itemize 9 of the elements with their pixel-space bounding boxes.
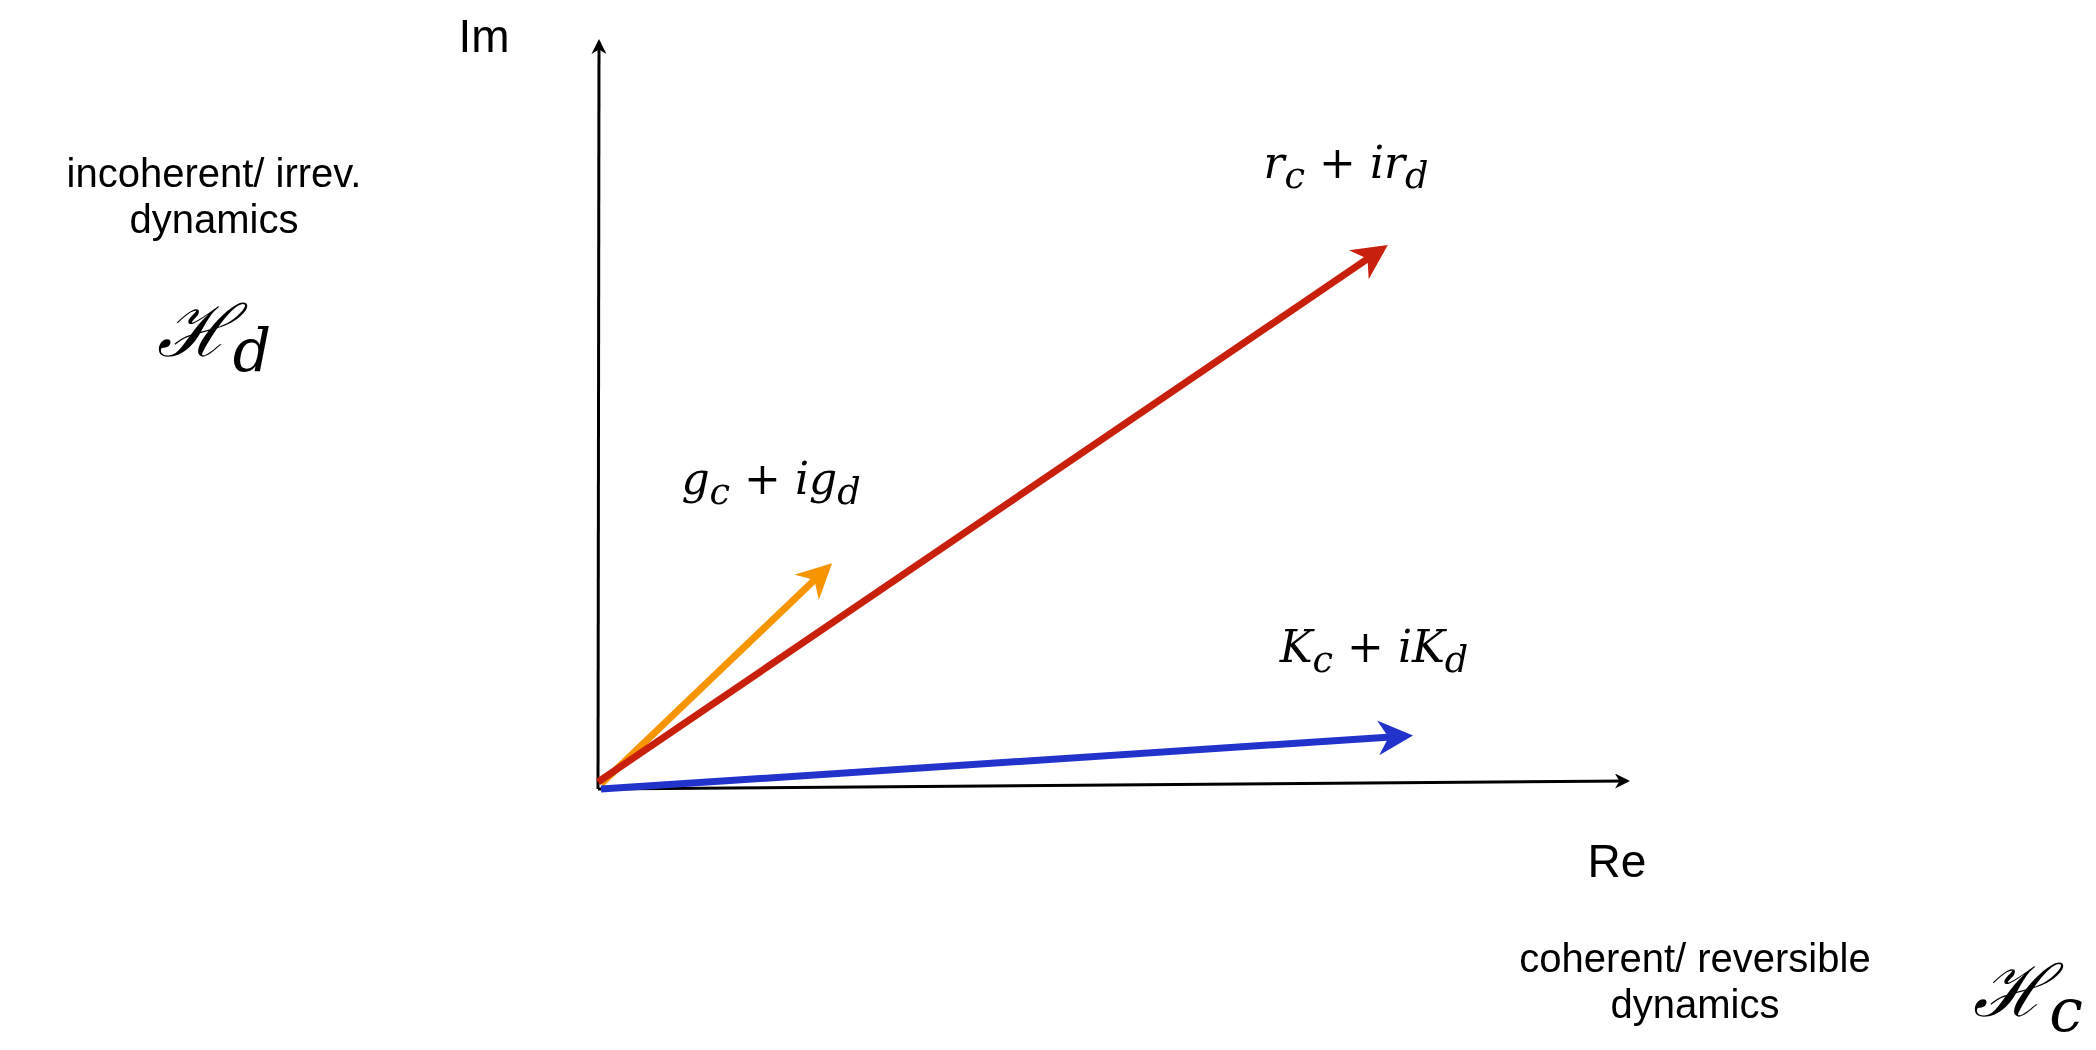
axis-description: coherent/ reversible dynamics (1518, 935, 1872, 1027)
vector-label: g$_{c}$ + ig$_{d}$ (681, 454, 861, 513)
axis-label: Im (458, 10, 510, 63)
vector-label: r$_{c}$ + ir$_{d}$ (1263, 138, 1429, 197)
vector-label: K$_{c}$ + iK$_{d}$ (1279, 622, 1469, 681)
space-symbol: ℋ$_{d}$ (156, 290, 272, 386)
axis-label: Re (1587, 835, 1647, 888)
space-symbol: ℋ$_{c}$ (1973, 950, 2083, 1046)
axis-description: incoherent/ irrev. dynamics (65, 150, 363, 242)
